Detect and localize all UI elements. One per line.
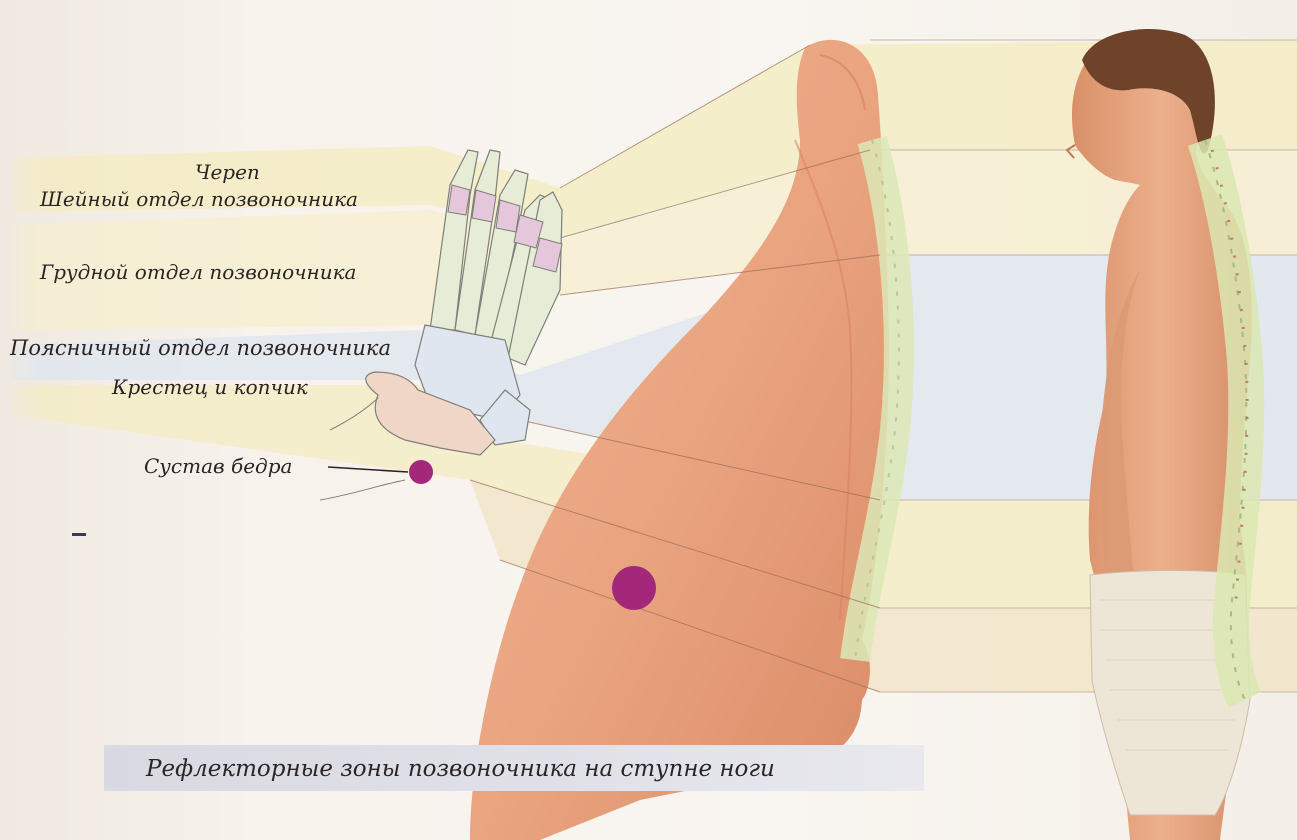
label-skull: Череп <box>195 162 260 182</box>
caption-text: Рефлекторные зоны позвоночника на ступне… <box>146 756 775 782</box>
caption-bar: Рефлекторные зоны позвоночника на ступне… <box>104 745 924 791</box>
label-sacrum-coccyx: Крестец и копчик <box>112 377 308 397</box>
label-thoracic-spine: Грудной отдел позвоночника <box>40 262 356 282</box>
label-lumbar-spine: Поясничный отдел позвоночника <box>10 338 391 359</box>
label-hip-joint: Сустав бедра <box>144 456 292 476</box>
hip-joint-marker <box>612 566 656 610</box>
hip-joint-marker-small <box>409 460 433 484</box>
label-cervical-spine: Шейный отдел позвоночника <box>40 189 358 209</box>
